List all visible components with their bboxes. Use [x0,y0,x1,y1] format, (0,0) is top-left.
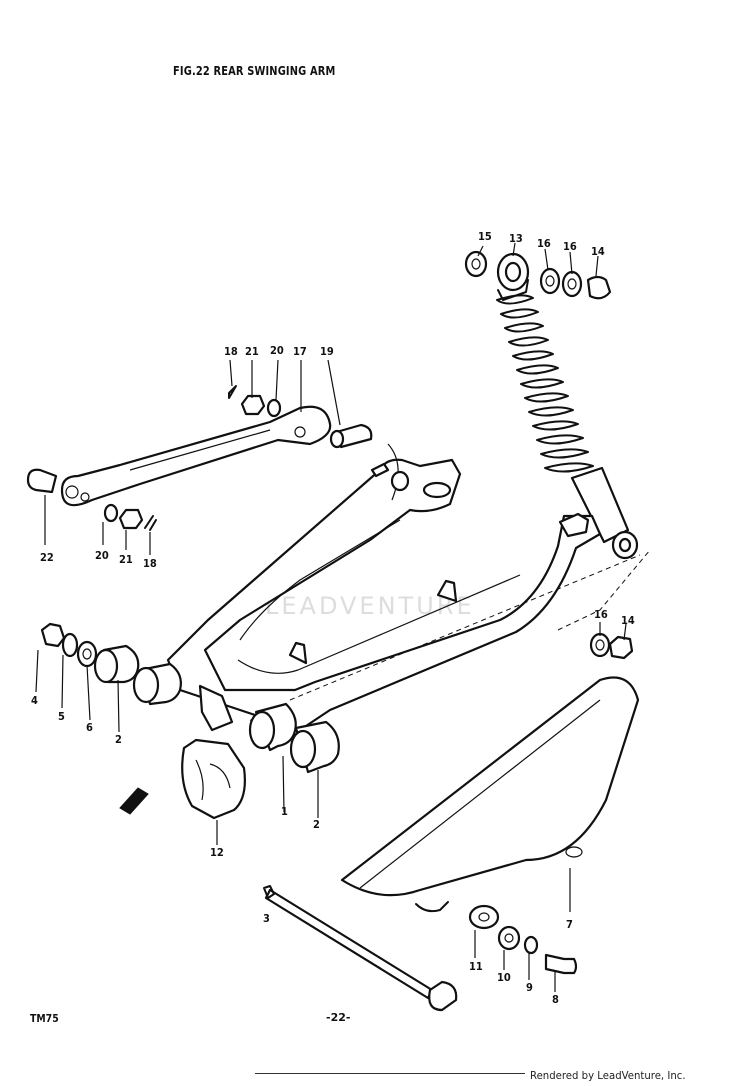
callout-22: 22 [40,551,54,564]
callout-6: 6 [86,721,93,734]
part-11-washer [468,904,500,930]
part-10-washer [497,925,521,951]
rendered-by-credit: Rendered by LeadVenture, Inc. [530,1069,686,1082]
callout-5: 5 [58,710,65,723]
part-12-chain-buffer [181,738,246,820]
watermark: LEADVENTURE [265,592,475,620]
part-18-cotter-pin [228,385,237,399]
callout-16: 16 [563,240,577,253]
front-direction-arrow-icon [119,787,149,815]
part-17-torque-link [60,405,332,507]
callout-11: 11 [469,960,483,973]
part-22-bolt [26,468,58,494]
part-14-cap-nut-lower [608,635,634,660]
part-5-washer [61,632,79,658]
part-4-nut [40,622,66,648]
callout-4: 4 [31,694,38,707]
swing-arm-frame [166,443,641,741]
leader-lines [35,242,627,992]
part-20-washer-lower [103,503,119,523]
callout-2: 2 [115,733,122,746]
callout-19: 19 [320,345,334,358]
callout-13: 13 [509,232,523,245]
part-1-pivot-collar [248,702,297,752]
part-2-bushing-left [93,644,140,684]
callout-14: 14 [621,614,635,627]
part-3-pivot-shaft [263,885,458,1012]
pivot-spacer-left [132,662,182,706]
model-code: TM75 [30,1012,59,1025]
part-16-washer-lower [589,632,611,658]
callout-20: 20 [270,344,284,357]
page-number: -22- [326,1011,351,1024]
part-21-castle-nut [240,394,266,416]
part-20-washer [266,398,282,418]
part-15-washer [464,250,488,278]
callout-16: 16 [594,608,608,621]
callout-16: 16 [537,237,551,250]
callout-3: 3 [263,912,270,925]
part-21-castle-nut-lower [118,508,144,530]
callout-7: 7 [566,918,573,931]
callout-10: 10 [497,971,511,984]
part-16-washer-2 [561,270,583,298]
part-16-washer [539,267,561,295]
part-7-chain-case [340,676,640,913]
figure-title: FIG.22 REAR SWINGING ARM [173,64,336,78]
callout-20: 20 [95,549,109,562]
part-8-bolt [544,953,578,975]
callout-2: 2 [313,818,320,831]
part-13-rear-shock-absorber [496,252,639,560]
callout-18: 18 [143,557,157,570]
part-18-cotter-pin-lower [144,515,157,531]
callout-17: 17 [293,345,307,358]
footer-rule [255,1073,525,1074]
part-14-cap-nut [586,275,612,300]
callout-21: 21 [245,345,259,358]
part-2-bushing-right [289,720,340,774]
callout-14: 14 [591,245,605,258]
callout-8: 8 [552,993,559,1006]
callout-1: 1 [281,805,288,818]
part-9-lock-washer [523,935,539,955]
part-6-washer [76,640,98,668]
callout-18: 18 [224,345,238,358]
callout-21: 21 [119,553,133,566]
callout-15: 15 [478,230,492,243]
callout-12: 12 [210,846,224,859]
callout-9: 9 [526,981,533,994]
